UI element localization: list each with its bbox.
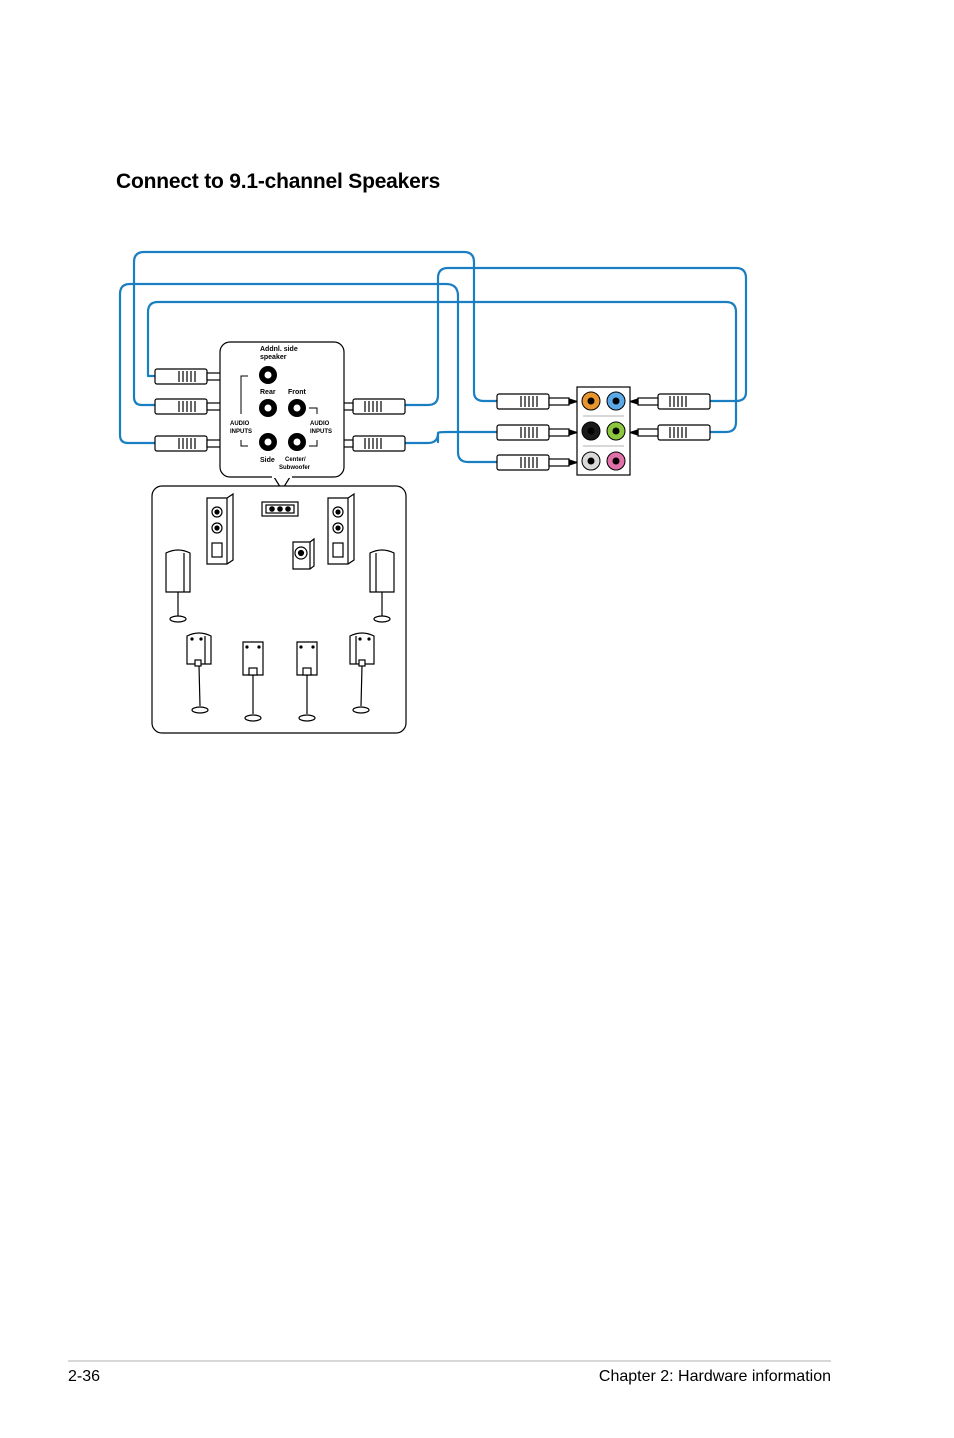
cable-4 xyxy=(405,266,748,407)
cable-5 xyxy=(405,430,497,445)
page-number: 2-36 xyxy=(68,1368,101,1385)
io-jack-hole-3 xyxy=(587,427,595,435)
footer-rule xyxy=(68,1360,831,1362)
amplifier-panel: Addnl. side speaker Rear Front Side Cent… xyxy=(219,341,345,492)
rca-plug-io-2 xyxy=(496,424,580,441)
subwoofer-icon xyxy=(292,537,315,570)
speaker-room xyxy=(151,485,407,734)
side-label: Side xyxy=(260,457,275,464)
chapter-title: Chapter 2: Hardware information xyxy=(598,1368,831,1385)
audio-cables xyxy=(118,250,748,464)
rear-left-satellite-icon xyxy=(186,632,212,714)
rear-right-satellite-icon xyxy=(349,632,375,714)
side-right-speaker-icon xyxy=(369,549,395,623)
addnl-label-2: speaker xyxy=(260,354,287,361)
io-jack-hole-5 xyxy=(587,457,595,465)
receiver-icon xyxy=(261,501,299,517)
front-label: Front xyxy=(288,389,307,396)
audio-inputs-left-2: INPUTS xyxy=(230,429,252,435)
side-left-speaker-icon xyxy=(165,549,191,623)
cable-3 xyxy=(118,282,497,464)
front-right-speaker-icon xyxy=(327,492,355,565)
rear-center-left-satellite-icon xyxy=(242,641,264,722)
cable-1 xyxy=(146,300,738,434)
io-jack-hole-2 xyxy=(612,397,620,405)
front-left-speaker-icon xyxy=(206,492,234,565)
rear-label: Rear xyxy=(260,389,276,396)
audio-inputs-left-1: AUDIO xyxy=(230,421,250,427)
audio-inputs-right-2: INPUTS xyxy=(310,429,332,435)
addnl-label-1: Addnl. side xyxy=(260,346,298,353)
section-title: Connect to 9.1-channel Speakers xyxy=(116,170,441,193)
rca-plugs xyxy=(154,368,711,471)
cable-2 xyxy=(132,250,497,407)
rca-plug-io-5 xyxy=(627,424,711,441)
amp-jacks xyxy=(259,366,306,451)
rca-plug-io-3 xyxy=(496,454,580,471)
rear-center-right-satellite-icon xyxy=(296,641,318,722)
rca-plug-io-4 xyxy=(627,393,711,410)
center-label-1: Center/ xyxy=(285,457,306,463)
rca-plug-io-1 xyxy=(496,393,580,410)
io-jack-hole-1 xyxy=(587,397,595,405)
io-jack-hole-4 xyxy=(612,427,620,435)
io-audio-panel xyxy=(576,386,631,476)
speaker-connection-diagram: Addnl. side speaker Rear Front Side Cent… xyxy=(118,250,748,734)
io-jack-hole-6 xyxy=(612,457,620,465)
center-label-2: Subwoofer xyxy=(279,465,311,471)
audio-inputs-right-1: AUDIO xyxy=(310,421,330,427)
io-jacks xyxy=(581,391,626,471)
